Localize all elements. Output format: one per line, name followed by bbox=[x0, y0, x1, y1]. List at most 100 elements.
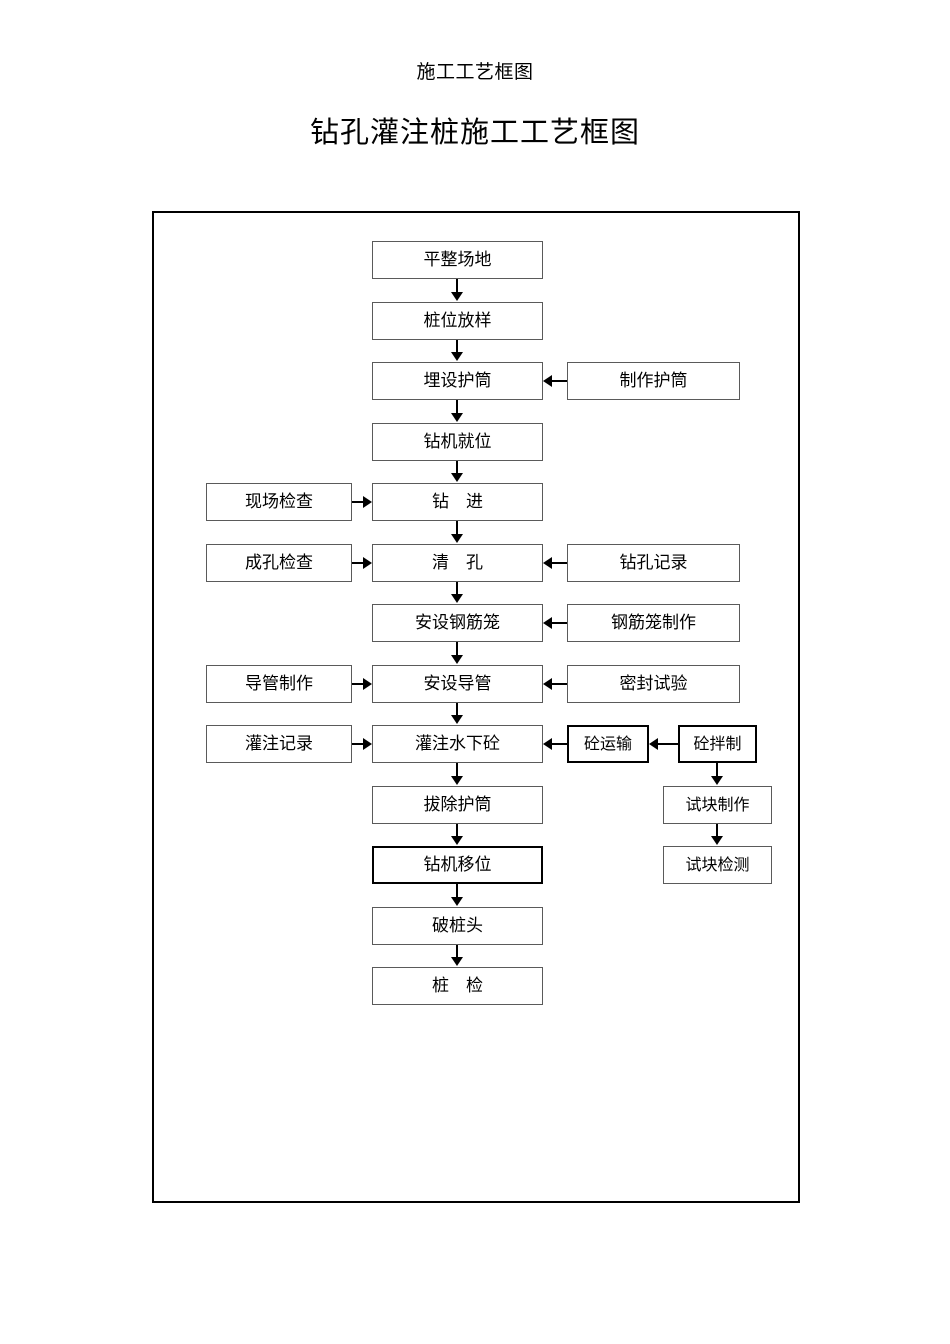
node-label: 破桩头 bbox=[432, 915, 483, 936]
node-label: 制作护筒 bbox=[619, 370, 688, 391]
node-label: 安设导管 bbox=[423, 673, 492, 694]
node-label: 埋设护筒 bbox=[423, 370, 492, 391]
node-label: 砼运输 bbox=[583, 734, 632, 753]
node-rig-relocation[interactable]: 钻机移位 bbox=[372, 846, 543, 884]
arrowhead-left-sealing-test bbox=[543, 678, 552, 690]
arrowhead-down-5 bbox=[451, 534, 463, 543]
node-label: 钻孔记录 bbox=[619, 552, 688, 573]
connector-v-1 bbox=[456, 279, 458, 293]
connector-v-8 bbox=[456, 703, 458, 716]
arrowhead-right-hole-inspection bbox=[363, 557, 372, 569]
node-label: 灌注水下砼 bbox=[415, 733, 500, 754]
node-label: 钻 进 bbox=[432, 491, 483, 512]
connector-v-test-block bbox=[716, 824, 718, 837]
node-label: 桩 检 bbox=[432, 975, 483, 996]
flowchart-frame: 平整场地 桩位放样 埋设护筒 钻机就位 钻 进 清 孔 安设钢筋笼 安设导管 灌… bbox=[152, 211, 800, 1203]
node-test-block-making[interactable]: 试块制作 bbox=[663, 786, 772, 824]
connector-h-tremie-fabrication bbox=[352, 683, 364, 685]
node-casing-fabrication[interactable]: 制作护筒 bbox=[567, 362, 740, 400]
node-install-tremie[interactable]: 安设导管 bbox=[372, 665, 543, 703]
connector-h-pouring-record bbox=[352, 743, 364, 745]
arrowhead-left-casing-fabrication bbox=[543, 375, 552, 387]
arrowhead-down-3 bbox=[451, 413, 463, 422]
connector-v-5 bbox=[456, 521, 458, 535]
arrowhead-down-7 bbox=[451, 655, 463, 664]
node-label: 清 孔 bbox=[432, 552, 483, 573]
node-concrete-transport[interactable]: 砼运输 bbox=[567, 725, 649, 763]
node-underwater-concrete[interactable]: 灌注水下砼 bbox=[372, 725, 543, 763]
node-sealing-test[interactable]: 密封试验 bbox=[567, 665, 740, 703]
node-label: 灌注记录 bbox=[245, 733, 313, 754]
connector-v-6 bbox=[456, 582, 458, 595]
connector-h-casing-fabrication bbox=[552, 380, 567, 382]
node-label: 导管制作 bbox=[245, 673, 313, 694]
node-install-rebar-cage[interactable]: 安设钢筋笼 bbox=[372, 604, 543, 642]
arrowhead-right-pouring-record bbox=[363, 738, 372, 750]
arrowhead-left-rebar-cage bbox=[543, 617, 552, 629]
node-label: 试块制作 bbox=[685, 795, 750, 814]
header-small: 施工工艺框图 bbox=[416, 61, 534, 83]
connector-h-hole-inspection bbox=[352, 562, 364, 564]
node-label: 平整场地 bbox=[423, 249, 492, 270]
node-label: 安设钢筋笼 bbox=[415, 612, 500, 633]
node-install-casing[interactable]: 埋设护筒 bbox=[372, 362, 543, 400]
arrowhead-down-11 bbox=[451, 897, 463, 906]
arrowhead-down-test-block bbox=[711, 836, 723, 845]
node-drilling-record[interactable]: 钻孔记录 bbox=[567, 544, 740, 582]
node-label: 钻机就位 bbox=[423, 431, 492, 452]
arrowhead-down-8 bbox=[451, 715, 463, 724]
node-label: 钢筋笼制作 bbox=[611, 612, 696, 633]
node-hole-forming-inspection[interactable]: 成孔检查 bbox=[206, 544, 352, 582]
arrowhead-down-2 bbox=[451, 352, 463, 361]
connector-v-concrete-mixing bbox=[716, 763, 718, 777]
connector-h-sealing-test bbox=[552, 683, 567, 685]
connector-h-concrete-mixing bbox=[658, 743, 678, 745]
connector-v-7 bbox=[456, 642, 458, 656]
connector-h-concrete-transport bbox=[552, 743, 567, 745]
node-hole-cleaning[interactable]: 清 孔 bbox=[372, 544, 543, 582]
connector-v-4 bbox=[456, 461, 458, 474]
arrowhead-left-drilling-record bbox=[543, 557, 552, 569]
arrowhead-down-9 bbox=[451, 776, 463, 785]
connector-v-2 bbox=[456, 340, 458, 353]
connector-v-10 bbox=[456, 824, 458, 837]
node-label: 密封试验 bbox=[619, 673, 688, 694]
arrowhead-down-10 bbox=[451, 836, 463, 845]
arrowhead-down-concrete-mixing bbox=[711, 776, 723, 785]
node-label: 现场检查 bbox=[245, 491, 313, 512]
node-test-block-testing[interactable]: 试块检测 bbox=[663, 846, 772, 884]
node-concrete-mixing[interactable]: 砼拌制 bbox=[678, 725, 757, 763]
arrowhead-left-concrete-mixing bbox=[649, 738, 658, 750]
connector-h-drilling-record bbox=[552, 562, 567, 564]
connector-v-11 bbox=[456, 884, 458, 898]
node-label: 成孔检查 bbox=[245, 552, 313, 573]
node-break-pile-head[interactable]: 破桩头 bbox=[372, 907, 543, 945]
arrowhead-down-12 bbox=[451, 957, 463, 966]
arrowhead-down-6 bbox=[451, 594, 463, 603]
connector-v-12 bbox=[456, 945, 458, 958]
node-pouring-record[interactable]: 灌注记录 bbox=[206, 725, 352, 763]
arrowhead-right-site-inspection bbox=[363, 496, 372, 508]
node-tremie-fabrication[interactable]: 导管制作 bbox=[206, 665, 352, 703]
node-label: 拔除护筒 bbox=[423, 794, 492, 815]
node-rig-positioning[interactable]: 钻机就位 bbox=[372, 423, 543, 461]
connector-v-9 bbox=[456, 763, 458, 777]
arrowhead-down-4 bbox=[451, 473, 463, 482]
arrowhead-left-concrete-transport bbox=[543, 738, 552, 750]
connector-h-site-inspection bbox=[352, 501, 364, 503]
arrowhead-down-1 bbox=[451, 292, 463, 301]
node-pile-inspection[interactable]: 桩 检 bbox=[372, 967, 543, 1005]
node-pile-setout[interactable]: 桩位放样 bbox=[372, 302, 543, 340]
node-label: 桩位放样 bbox=[423, 310, 492, 331]
connector-v-3 bbox=[456, 400, 458, 414]
node-label: 钻机移位 bbox=[423, 854, 492, 875]
node-site-inspection[interactable]: 现场检查 bbox=[206, 483, 352, 521]
node-level-ground[interactable]: 平整场地 bbox=[372, 241, 543, 279]
arrowhead-right-tremie-fabrication bbox=[363, 678, 372, 690]
connector-h-rebar-cage bbox=[552, 622, 567, 624]
node-drilling[interactable]: 钻 进 bbox=[372, 483, 543, 521]
node-remove-casing[interactable]: 拔除护筒 bbox=[372, 786, 543, 824]
node-rebar-cage-fabrication[interactable]: 钢筋笼制作 bbox=[567, 604, 740, 642]
page-title: 钻孔灌注桩施工工艺框图 bbox=[309, 115, 640, 149]
